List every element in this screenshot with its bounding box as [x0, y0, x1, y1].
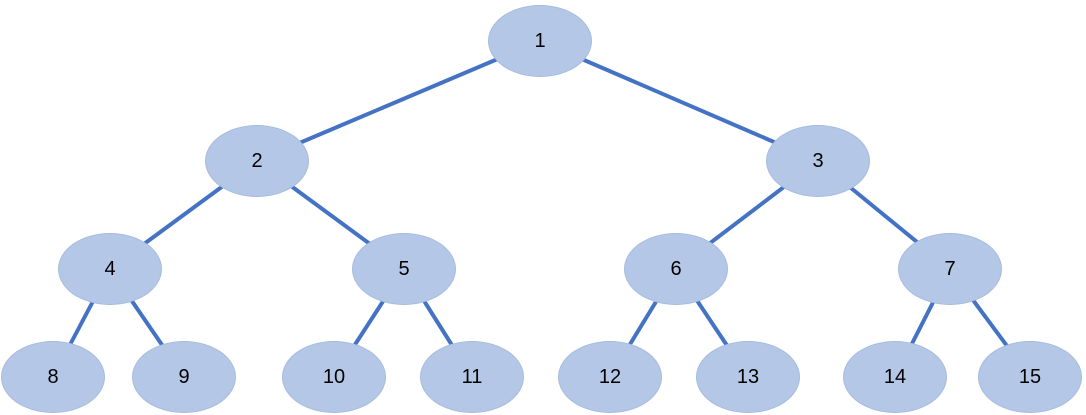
tree-node-6: 6: [624, 233, 728, 305]
tree-node-8: 8: [1, 341, 105, 413]
tree-node-1: 1: [488, 5, 592, 77]
tree-node-4: 4: [58, 233, 162, 305]
tree-node-label: 13: [736, 366, 760, 388]
tree-node-label: 5: [398, 258, 410, 280]
edge-1-3: [538, 39, 820, 163]
tree-node-5: 5: [352, 233, 456, 305]
tree-node-label: 3: [812, 150, 824, 172]
tree-node-3: 3: [766, 125, 870, 197]
tree-node-7: 7: [898, 233, 1002, 305]
tree-node-12: 12: [558, 341, 662, 413]
tree-node-10: 10: [282, 341, 386, 413]
tree-node-13: 13: [696, 341, 800, 413]
tree-node-15: 15: [978, 341, 1082, 413]
tree-node-2: 2: [205, 125, 309, 197]
tree-node-label: 15: [1018, 366, 1042, 388]
tree-node-label: 2: [251, 150, 263, 172]
tree-node-label: 1: [534, 30, 546, 52]
tree-node-label: 4: [104, 258, 116, 280]
tree-node-label: 9: [178, 366, 190, 388]
tree-node-label: 10: [322, 366, 346, 388]
tree-node-label: 7: [944, 258, 956, 280]
tree-node-label: 11: [461, 366, 483, 388]
tree-node-label: 14: [883, 366, 907, 388]
tree-node-label: 8: [47, 366, 59, 388]
tree-node-9: 9: [132, 341, 236, 413]
tree-node-14: 14: [843, 341, 947, 413]
edge-1-2: [255, 39, 542, 163]
tree-node-label: 6: [670, 258, 682, 280]
tree-node-label: 12: [598, 366, 622, 388]
tree-node-11: 11: [420, 341, 524, 413]
